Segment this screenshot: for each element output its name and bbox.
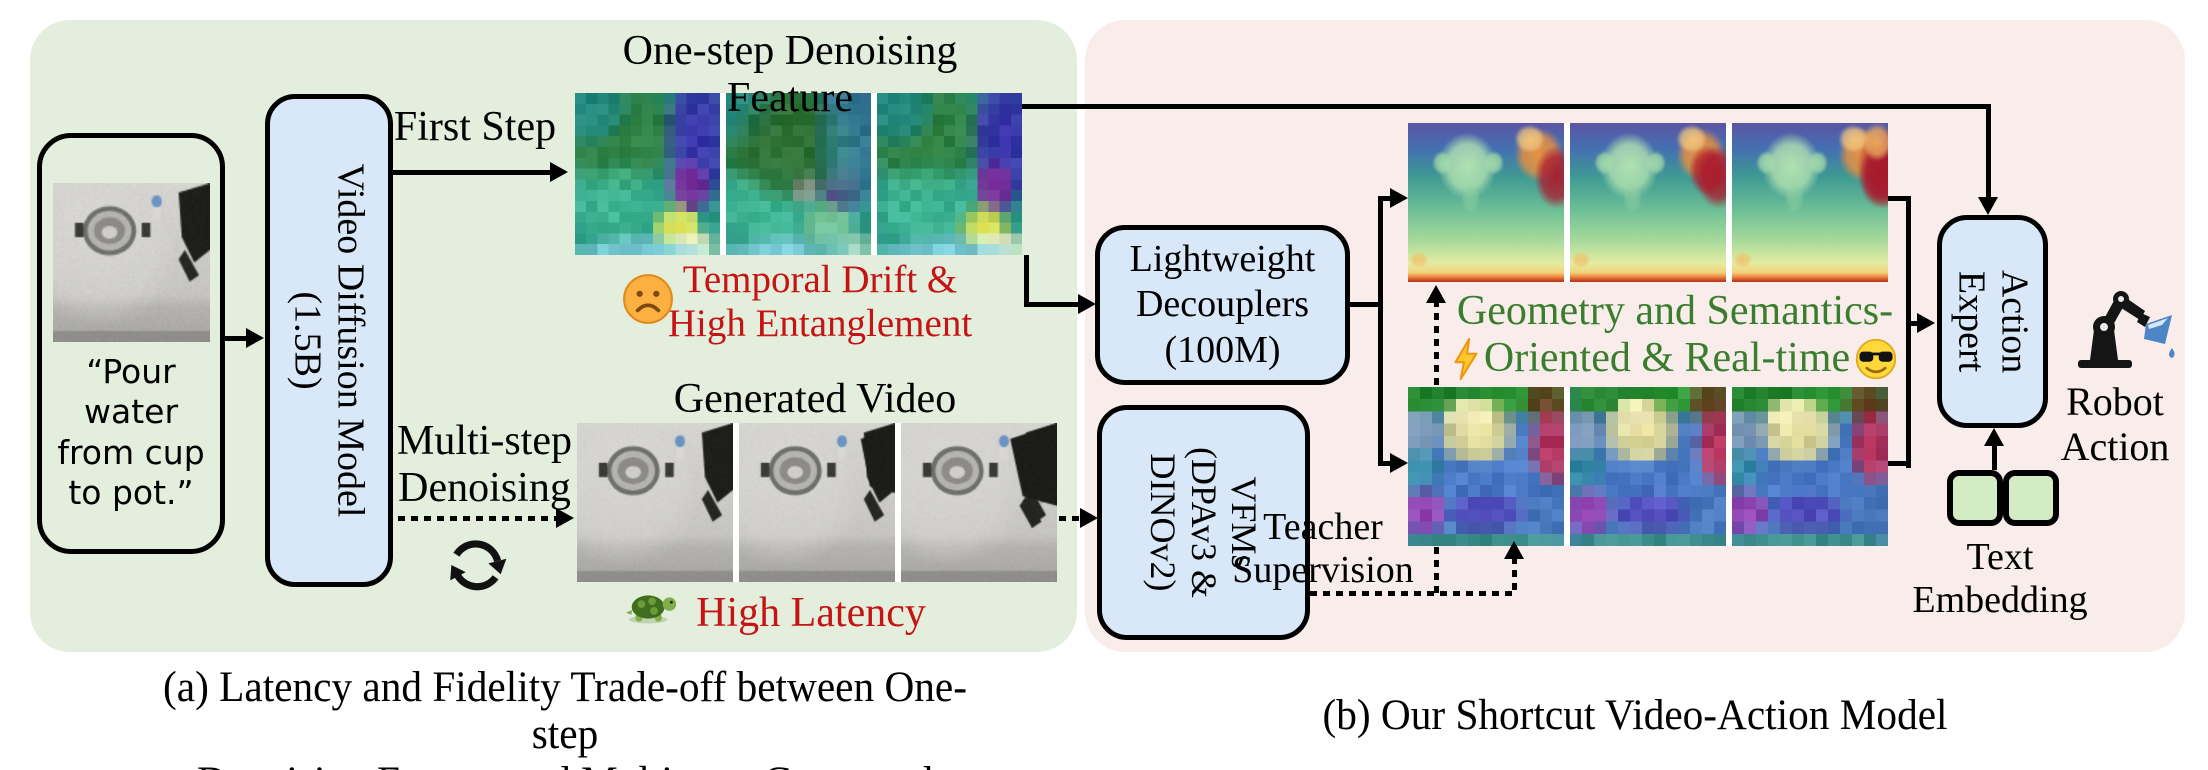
semantic-map-2 — [1570, 387, 1726, 546]
lightweight-decouplers-label: Lightweight Decouplers (100M) — [1129, 237, 1316, 371]
video-diffusion-model-label: Video Diffusion Model (1.5B) — [287, 163, 372, 518]
arrow-multistep-dotted — [385, 516, 557, 521]
observation-image — [53, 183, 210, 347]
arrowhead — [1504, 541, 1524, 559]
line-decouplers-split — [1378, 196, 1383, 466]
line-feature-to-expert — [1022, 104, 1990, 109]
video-frame-3 — [901, 423, 1057, 582]
arrowhead — [1984, 428, 2004, 446]
first-step-label: First Step — [393, 104, 557, 150]
text-embedding-token-2 — [2003, 470, 2059, 526]
onestep-feature-map-3 — [877, 93, 1022, 255]
arrow-video-to-vfms — [1059, 516, 1083, 521]
action-expert-label: Action Expert — [1950, 269, 2036, 374]
line-feature-to-decouplers2 — [1024, 302, 1082, 307]
line-feature-to-decouplers — [1024, 255, 1029, 307]
geometry-semantics-annotation: Geometry and Semantics- Oriented & Real-… — [1445, 288, 1905, 382]
vfms-box: VFMs (DPAv3 & DINOv2) — [1097, 405, 1310, 640]
arrowhead — [1078, 294, 1096, 314]
video-frame-1 — [577, 423, 733, 582]
generated-video-title: Generated Video — [673, 376, 957, 422]
text-embedding-token-1 — [1947, 470, 2003, 526]
video-frame-2 — [739, 423, 895, 582]
caption-panel-a: (a) Latency and Fidelity Trade-off betwe… — [163, 664, 967, 770]
turtle-emoji — [625, 595, 677, 624]
generated-video-frames — [577, 423, 1057, 582]
depth-map-3 — [1732, 123, 1888, 282]
teacher-supervision-label: Teacher Supervision — [1232, 506, 1414, 591]
task-prompt-text: “Pour water from cup to pot.” — [57, 352, 205, 512]
dotted-teacher-path — [1310, 591, 1517, 596]
video-diffusion-model-box: Video Diffusion Model (1.5B) — [265, 94, 393, 587]
text-embedding-label: Text Embedding — [1912, 536, 2088, 621]
arrowhead — [556, 508, 574, 528]
multi-step-cycle-icon — [450, 540, 507, 591]
line-semantic-out — [1888, 461, 1910, 466]
arrowhead — [550, 162, 568, 182]
robot-action-label: Robot Action — [2060, 379, 2170, 469]
line-merge — [1906, 196, 1911, 468]
action-expert-box: Action Expert — [1937, 215, 2048, 428]
onestep-feature-maps — [575, 93, 1022, 255]
robot-arm-icon — [2078, 291, 2175, 368]
semantic-map-3 — [1732, 387, 1888, 546]
arrow-prompt-to-vdm — [221, 336, 249, 341]
line-to-semantic — [1378, 461, 1394, 466]
drift-annotation: Temporal Drift & High Entanglement — [667, 258, 973, 345]
lightweight-decouplers-box: Lightweight Decouplers (100M) — [1095, 225, 1350, 385]
latency-annotation: High Latency — [696, 590, 926, 636]
sad-face-emoji — [623, 274, 673, 324]
arrowhead — [1426, 285, 1446, 303]
semantic-map-1 — [1408, 387, 1564, 546]
onestep-feature-title: One-step Denoising Feature — [622, 28, 958, 122]
arrow-first-step — [385, 170, 553, 175]
lightning-icon — [1454, 337, 1478, 380]
multistep-label: Multi-step Denoising — [397, 418, 572, 512]
line-decouplers-out — [1350, 302, 1382, 307]
arrowhead — [246, 328, 264, 348]
depth-map-1 — [1408, 123, 1564, 282]
arrowhead — [1978, 197, 1998, 215]
arrowhead — [1917, 313, 1935, 333]
sunglasses-emoji — [1855, 338, 1897, 379]
onestep-feature-map-2 — [726, 93, 871, 255]
arrowhead — [1390, 188, 1408, 208]
onestep-feature-map-1 — [575, 93, 720, 255]
line-to-depth — [1378, 196, 1394, 201]
depth-map-2 — [1570, 123, 1726, 282]
line-into-expert — [1908, 321, 1920, 326]
semantic-feature-maps — [1408, 387, 1888, 546]
line-depth-out — [1888, 196, 1910, 201]
caption-panel-b: (b) Our Shortcut Video-Action Model — [1322, 692, 1948, 739]
dotted-to-semantic — [1512, 557, 1517, 593]
task-prompt-box — [37, 133, 225, 554]
arrowhead — [1080, 508, 1098, 528]
line-embedding-to-expert — [1992, 444, 1997, 470]
depth-maps — [1408, 123, 1888, 282]
arrowhead — [1390, 453, 1408, 473]
line-feature-to-expert-drop — [1986, 104, 1991, 200]
